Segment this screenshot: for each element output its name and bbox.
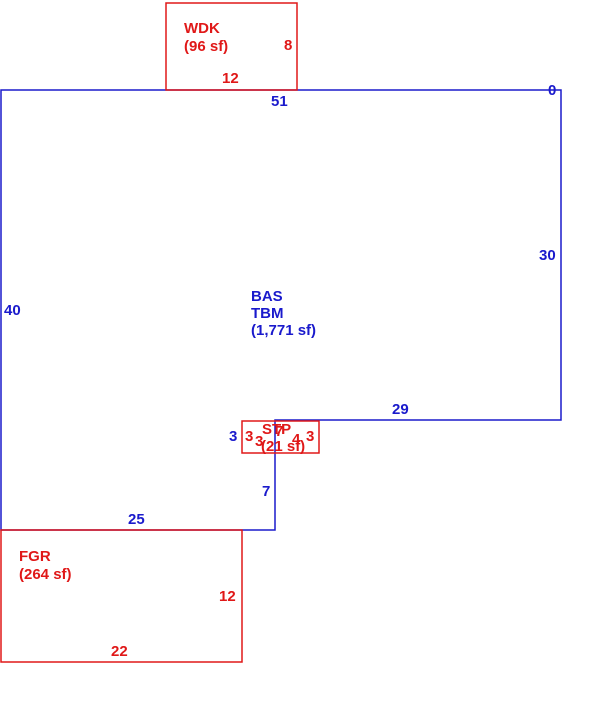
- stp-dim-right: 3: [306, 428, 314, 445]
- stp-outline: [241, 420, 320, 454]
- wdk-dim-depth: 8: [284, 37, 292, 54]
- bas-area-label: (1,771 sf): [251, 322, 316, 339]
- fgr-area-label: (264 sf): [19, 566, 72, 583]
- stp-dim-right-inner: 4: [292, 431, 301, 448]
- bas-dim-right: 30: [539, 247, 556, 264]
- wdk-outline: [165, 2, 298, 91]
- fgr-outline: [0, 529, 243, 663]
- bas-code-label: BAS: [251, 288, 283, 305]
- bas-dim-bottom: 25: [128, 511, 145, 528]
- fgr-code-label: FGR: [19, 548, 51, 565]
- bas-dim-notch-a: 3: [229, 428, 237, 445]
- stp-code-label: STP: [262, 421, 291, 438]
- bas-dim-ledge: 29: [392, 401, 409, 418]
- stp-dim-left-inner: 3: [255, 433, 263, 450]
- wdk-area-label: (96 sf): [184, 38, 228, 55]
- wdk-code-label: WDK: [184, 20, 220, 37]
- bas-subcode-label: TBM: [251, 305, 284, 322]
- bas-dim-top: 51: [271, 93, 288, 110]
- stp-dim-left: 3: [245, 428, 253, 445]
- fgr-dim-width: 22: [111, 643, 128, 660]
- wdk-dim-width: 12: [222, 70, 239, 87]
- stp-area-label: (21 sf): [261, 438, 305, 455]
- fgr-dim-depth: 12: [219, 588, 236, 605]
- bas-dim-left: 40: [4, 302, 21, 319]
- stp-dim-width: 7: [275, 423, 283, 440]
- bas-dim-notch-b: 7: [262, 483, 270, 500]
- bas-dim-corner: 0: [548, 82, 556, 99]
